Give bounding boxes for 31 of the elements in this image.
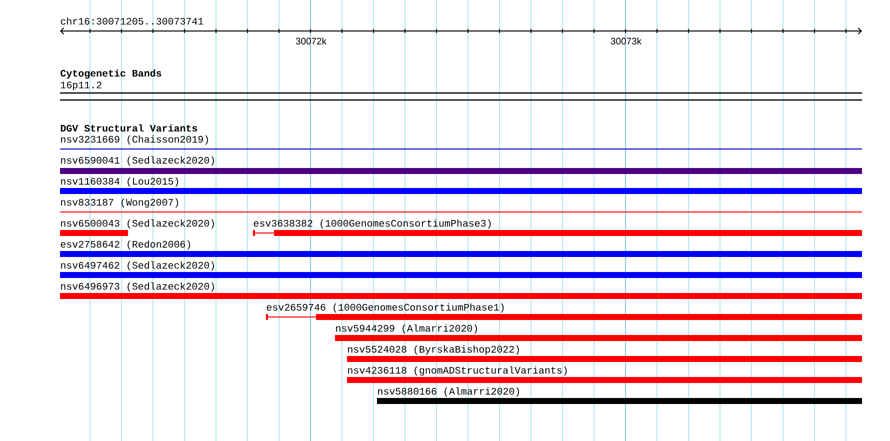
variant-feature: esv3638382 (1000GenomesConsortiumPhase3) xyxy=(252,219,862,236)
tick-label: 30073k xyxy=(610,38,642,44)
node-label: nsv5944299 (Almarri2020) xyxy=(336,324,477,334)
node-label: nsv6590041 (Sedlazeck2020) xyxy=(61,156,214,166)
tick-label: 30072k xyxy=(296,38,327,44)
node-label: nsv5524028 (ByrskaBishop2022) xyxy=(348,345,519,355)
node-label: nsv5880166 (Almarri2020) xyxy=(378,387,519,397)
variant-feature: esv2758642 (Redon2006) xyxy=(60,240,862,257)
band-label: 16p11.2 xyxy=(60,82,102,90)
variant-feature: nsv6496973 (Sedlazeck2020) xyxy=(60,282,862,299)
node-label: nsv6500043 (Sedlazeck2020) xyxy=(61,219,214,229)
variant-feature: nsv5880166 (Almarri2020) xyxy=(377,387,862,404)
node-label: nsv6496973 (Sedlazeck2020) xyxy=(61,282,214,292)
node-label: nsv4236118 (gnomADStructuralVariants) xyxy=(348,366,567,376)
node-label: nsv6497462 (Sedlazeck2020) xyxy=(61,261,214,271)
node-label: nsv1160384 (Lou2015) xyxy=(61,177,178,187)
variant-feature: nsv4236118 (gnomADStructuralVariants) xyxy=(347,366,862,383)
variant-feature: nsv1160384 (Lou2015) xyxy=(60,177,862,194)
node-label: esv2758642 (Redon2006) xyxy=(60,240,190,250)
variant-feature: nsv5524028 (ByrskaBishop2022) xyxy=(347,345,862,362)
node-label: esv2659746 (1000GenomesConsortiumPhase1) xyxy=(266,303,504,313)
variant-feature: nsv833187 (Wong2007) xyxy=(60,198,862,212)
variant-feature: nsv5944299 (Almarri2020) xyxy=(335,324,862,341)
variant-feature: nsv6497462 (Sedlazeck2020) xyxy=(60,261,862,278)
node-label: esv3638382 (1000GenomesConsortiumPhase3) xyxy=(254,219,491,229)
axis-title: chr16:30071205..30073741 xyxy=(60,17,204,25)
variant-feature: esv2659746 (1000GenomesConsortiumPhase1) xyxy=(266,303,862,320)
track-title: Cytogenetic Bands xyxy=(60,69,162,79)
variant-feature: nsv3231669 (Chaisson2019) xyxy=(60,135,862,150)
variant-feature: nsv6590041 (Sedlazeck2020) xyxy=(60,156,862,174)
variant-feature: nsv6500043 (Sedlazeck2020) xyxy=(60,219,214,236)
